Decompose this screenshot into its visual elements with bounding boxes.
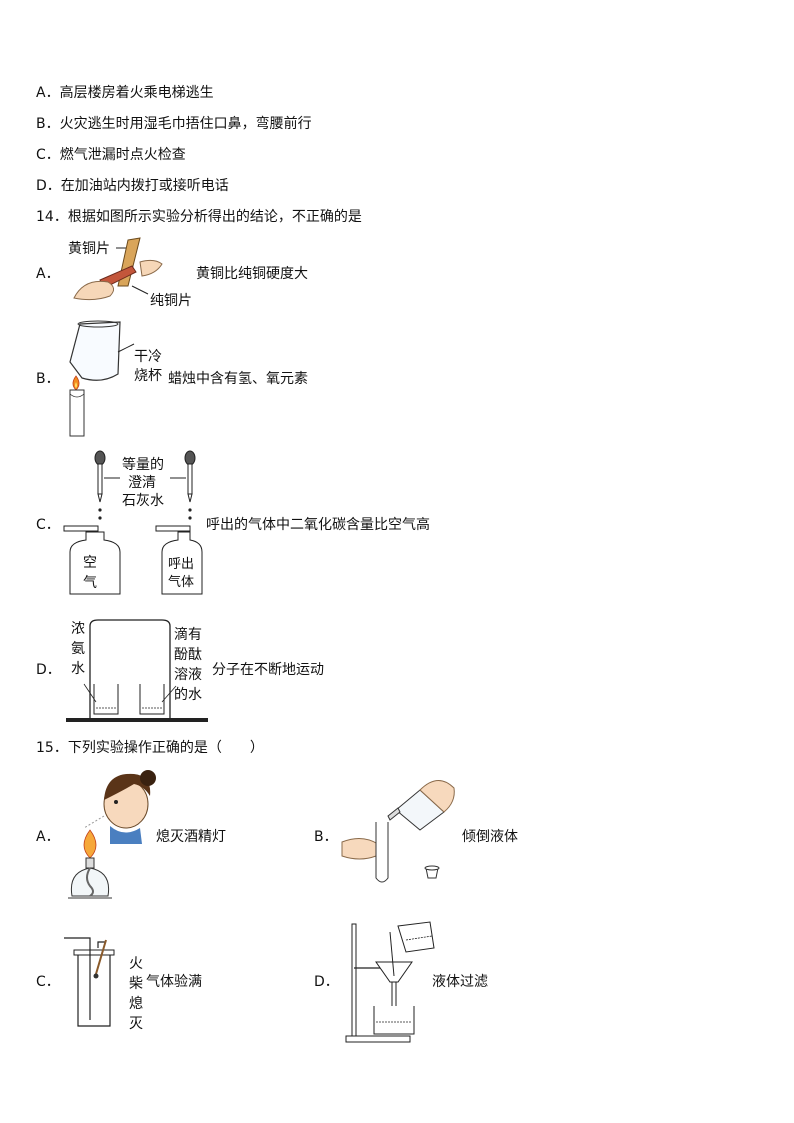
filtration-figure bbox=[345, 921, 435, 1043]
q15-a-caption: 熄灭酒精灯 bbox=[156, 829, 226, 845]
q13-option-a: A．高层楼房着火乘电梯逃生 bbox=[36, 85, 214, 101]
q14-d-letter: D． bbox=[36, 662, 61, 678]
limewater-label-1: 等量的 bbox=[122, 457, 164, 473]
q15-stem: 15．下列实验操作正确的是（ ） bbox=[36, 740, 264, 756]
q15-c-letter: C． bbox=[36, 974, 60, 990]
match-label-3: 熄 bbox=[129, 996, 143, 1012]
candle-beaker-figure bbox=[69, 320, 135, 437]
q15-d-caption: 液体过滤 bbox=[432, 974, 488, 990]
phenolphthalein-label-4: 的水 bbox=[174, 687, 202, 703]
bottle-air-label-2: 气 bbox=[83, 575, 97, 591]
q14-c-conclusion: 呼出的气体中二氧化碳含量比空气高 bbox=[206, 517, 430, 533]
match-label-4: 灭 bbox=[129, 1016, 143, 1032]
limewater-label-2: 澄清 bbox=[128, 475, 156, 491]
gas-test-bottle-figure bbox=[64, 937, 115, 1027]
phenolphthalein-label-2: 酚酞 bbox=[174, 647, 202, 663]
limewater-label-3: 石灰水 bbox=[122, 493, 164, 509]
copper-sheet-label: 纯铜片 bbox=[150, 293, 192, 309]
ammonia-label-3: 水 bbox=[71, 661, 85, 677]
q14-b-conclusion: 蜡烛中含有氢、氧元素 bbox=[168, 371, 308, 387]
q15-d-letter: D． bbox=[314, 974, 339, 990]
q14-a-letter: A． bbox=[36, 266, 60, 282]
q15-c-caption: 气体验满 bbox=[146, 974, 202, 990]
q13-option-c: C．燃气泄漏时点火检查 bbox=[36, 147, 186, 163]
bottle-exhaled-label-2: 气体 bbox=[167, 575, 194, 590]
dry-cold-label-2: 烧杯 bbox=[134, 368, 162, 384]
ammonia-label-2: 氨 bbox=[71, 641, 85, 657]
phenolphthalein-label-1: 滴有 bbox=[174, 627, 202, 643]
q14-stem: 14．根据如图所示实验分析得出的结论，不正确的是 bbox=[36, 209, 362, 225]
q14-b-letter: B． bbox=[36, 371, 60, 387]
match-label-1: 火 bbox=[129, 956, 143, 972]
q14-c-letter: C． bbox=[36, 517, 60, 533]
q14-a-conclusion: 黄铜比纯铜硬度大 bbox=[196, 266, 308, 282]
brass-sheet-label: 黄铜片 bbox=[68, 241, 110, 257]
q13-option-b: B．火灾逃生时用湿毛巾捂住口鼻，弯腰前行 bbox=[36, 116, 312, 132]
blowing-lamp-figure bbox=[68, 770, 156, 899]
q15-b-letter: B． bbox=[314, 829, 338, 845]
dry-cold-label-1: 干冷 bbox=[134, 349, 162, 365]
bottle-exhaled-label-1: 呼出 bbox=[167, 557, 194, 572]
q15-b-caption: 倾倒液体 bbox=[462, 829, 518, 845]
match-label-2: 柴 bbox=[129, 976, 143, 992]
q14-d-conclusion: 分子在不断地运动 bbox=[212, 662, 324, 678]
ammonia-label-1: 浓 bbox=[71, 621, 85, 637]
phenolphthalein-label-3: 溶液 bbox=[174, 667, 202, 683]
q13-option-d: D．在加油站内拨打或接听电话 bbox=[36, 178, 229, 194]
pouring-liquid-figure bbox=[341, 780, 455, 883]
limewater-bottles-figure bbox=[63, 450, 203, 595]
q15-a-letter: A． bbox=[36, 829, 60, 845]
ammonia-diffusion-figure bbox=[66, 619, 208, 722]
scratch-test-figure bbox=[73, 237, 163, 301]
bottle-air-label-1: 空 bbox=[83, 555, 97, 571]
